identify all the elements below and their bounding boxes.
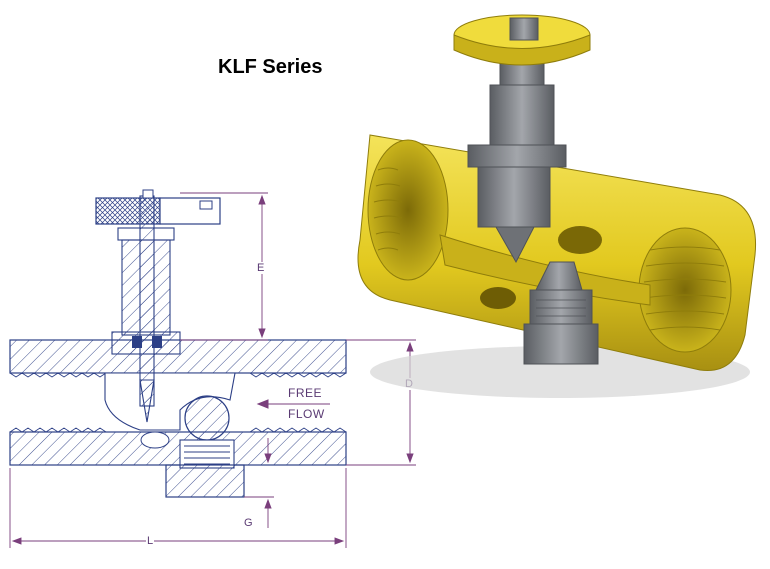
free-flow-arrow [256, 399, 330, 409]
dimension-label-e: E [256, 262, 266, 274]
needle-stem [467, 54, 567, 264]
bottom-plug [165, 464, 245, 498]
page-title: KLF Series [218, 56, 323, 78]
brass-body [357, 134, 757, 372]
free-flow-label-line1: FREE [288, 386, 323, 400]
cutaway-illustration [357, 14, 757, 398]
dimension-label-l: L [146, 535, 155, 547]
port-threads [9, 372, 347, 433]
cross-section-drawing [9, 189, 416, 548]
brass-knob [453, 14, 591, 66]
dimension-label-g: G [243, 517, 254, 529]
stem-assembly [111, 195, 181, 423]
check-spring [179, 439, 235, 469]
knurled-knob [95, 189, 221, 225]
free-flow-label-line2: FLOW [288, 407, 325, 421]
check-ball [184, 395, 230, 441]
check-poppet [523, 261, 599, 365]
center-cavity [104, 372, 236, 449]
body-bottom-wall [9, 431, 347, 466]
body-top-wall [9, 339, 347, 374]
dimension-lines [9, 192, 416, 548]
